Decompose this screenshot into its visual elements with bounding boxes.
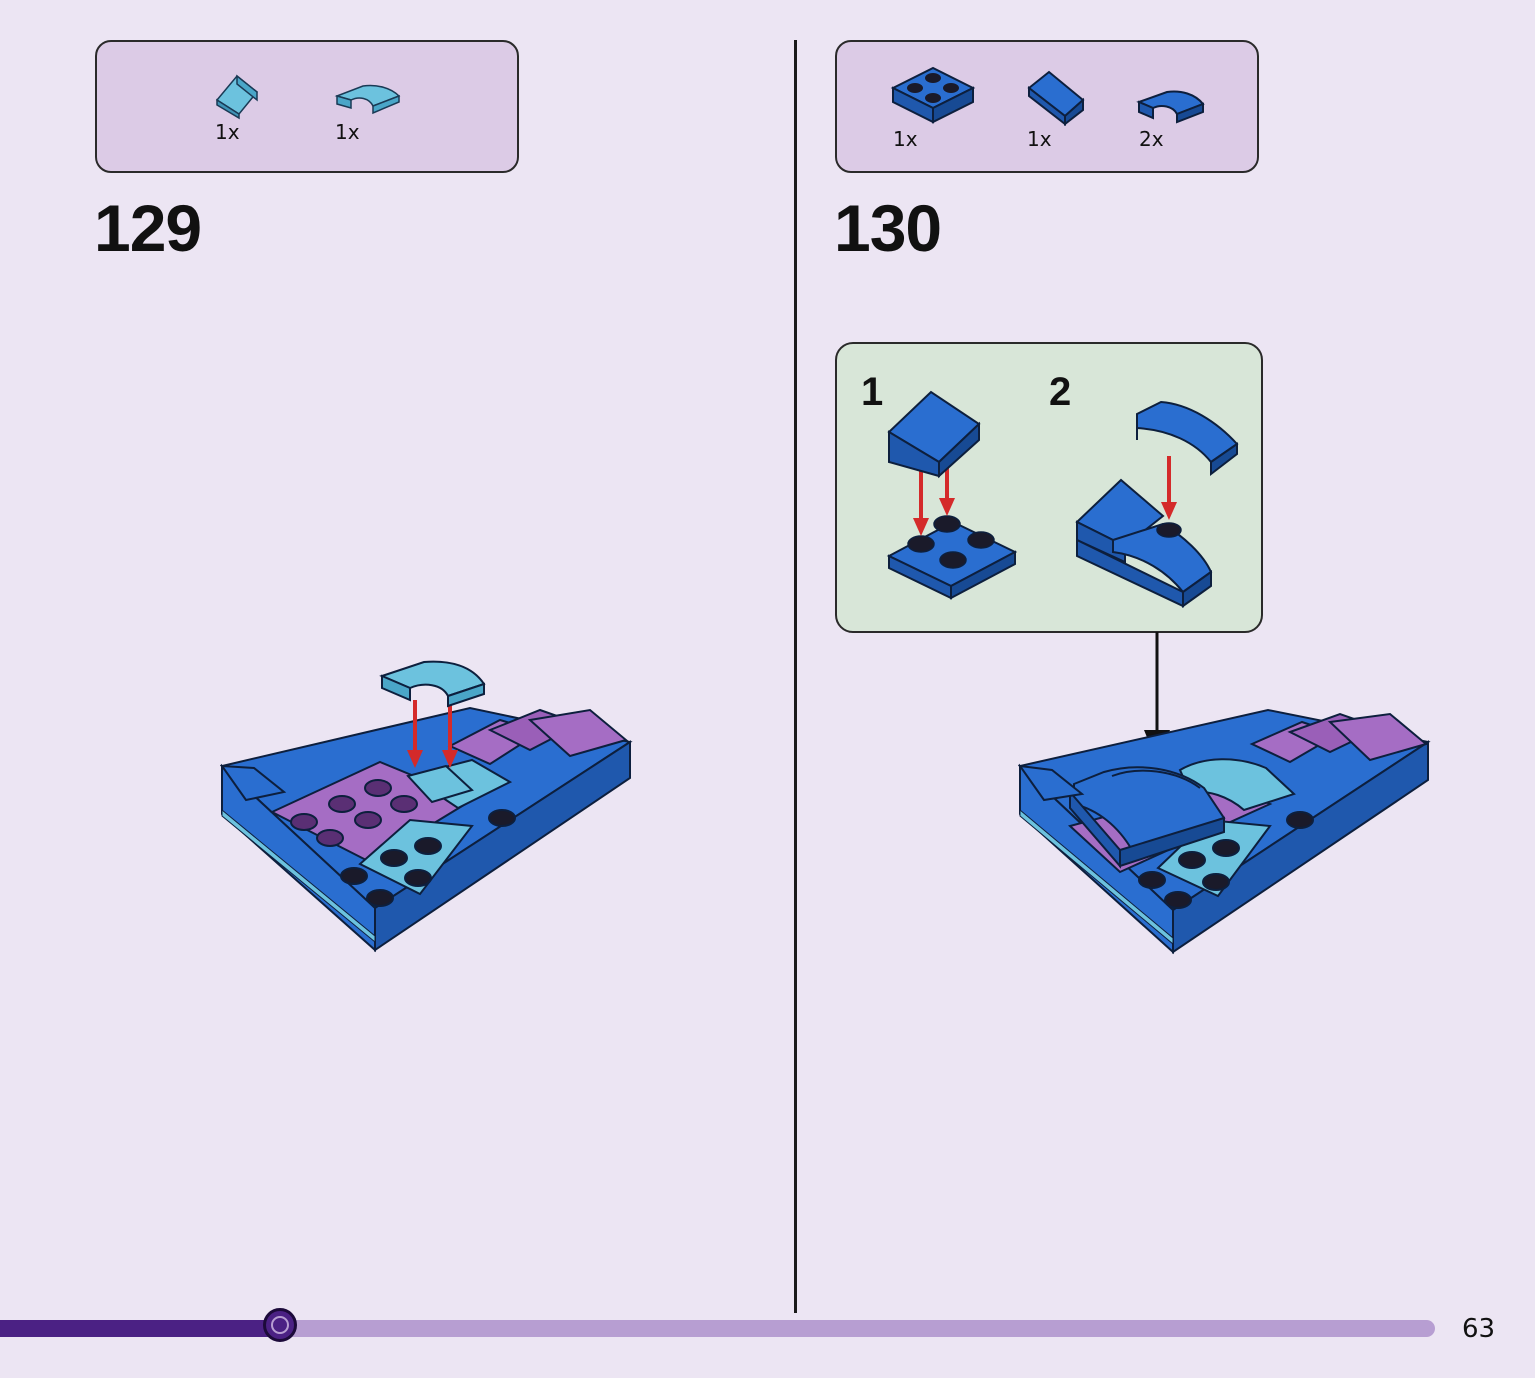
blue-curved-tile-icon [1136,90,1205,124]
progress-knob [262,1308,297,1342]
page-divider [794,40,797,1313]
light-blue-curved-tile-icon [334,84,401,115]
page-number: 63 [1462,1314,1496,1344]
progress-fill [0,1320,280,1337]
blue-2x2-plate-icon [890,66,976,124]
substep-number: 1 [861,370,884,414]
substep-1-illustration [886,390,1018,600]
substep-number: 2 [1049,370,1072,414]
part-qty: 1x [335,120,360,144]
step-number: 130 [834,191,942,265]
part-qty: 1x [893,127,918,151]
build-illustration-step-129 [219,660,633,953]
step-number: 129 [94,191,202,265]
parts-callout-step-130: 1x 1x 2x [835,40,1259,173]
part-qty: 1x [1027,127,1052,151]
light-blue-slope-icon [215,74,259,120]
part-qty: 2x [1139,127,1164,151]
blue-slope-icon [1027,70,1085,126]
parts-callout-step-129: 1x 1x [95,40,519,173]
build-illustration-step-130 [1017,708,1431,955]
progress-bar [0,1308,1435,1342]
substep-2-illustration [1075,400,1239,608]
part-qty: 1x [215,120,240,144]
substep-callout: 1 2 [835,342,1263,633]
